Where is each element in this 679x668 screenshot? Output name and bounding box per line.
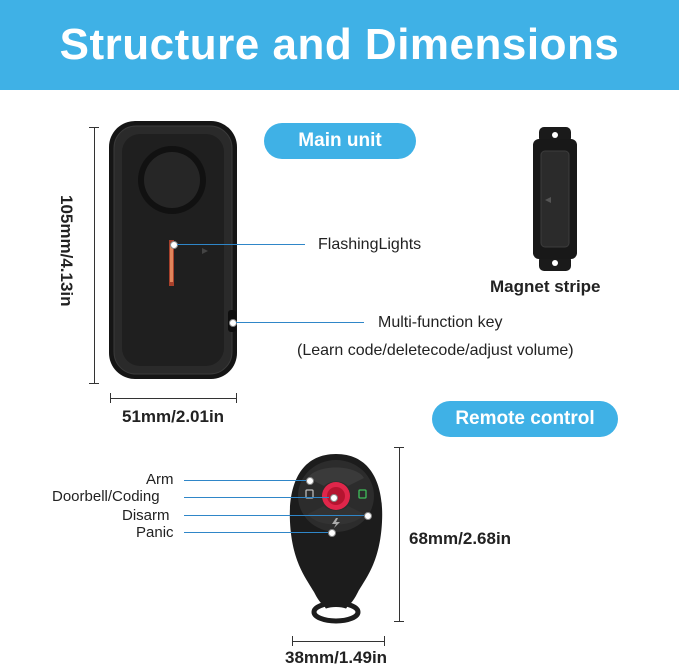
remote-width-label: 38mm/1.49in	[285, 648, 388, 667]
magnet-stripe-device	[533, 127, 577, 271]
remote-panic-label: Panic	[136, 524, 174, 541]
remote-disarm-dot	[364, 512, 372, 520]
remote-control-device	[289, 454, 383, 624]
remote-height-label: 68mm/2.68in	[409, 529, 512, 548]
multi-function-key-dot	[229, 319, 237, 327]
remote-arm-leader	[184, 480, 306, 481]
main-unit-width-tick-right	[236, 393, 237, 403]
remote-control-pill: Remote control	[432, 401, 618, 437]
main-unit-width-line	[110, 398, 236, 399]
multi-function-key-detail: (Learn code/deletecode/adjust volume)	[297, 342, 574, 359]
main-unit-pill: Main unit	[264, 123, 416, 159]
remote-height-line	[399, 447, 400, 621]
main-unit-height-tick-top	[89, 127, 99, 128]
remote-control-pill-label: Remote control	[455, 408, 595, 429]
remote-width-tick-right	[384, 636, 385, 646]
main-unit-pill-label: Main unit	[298, 130, 382, 151]
remote-height-tick-top	[394, 447, 404, 448]
remote-disarm-label: Disarm	[122, 507, 170, 524]
remote-doorbell-dot	[330, 494, 338, 502]
page-title: Structure and Dimensions	[59, 20, 620, 69]
header-banner: Structure and Dimensions	[0, 0, 679, 90]
flashing-lights-leader	[177, 244, 305, 245]
main-unit-height-tick-bottom	[89, 383, 99, 384]
remote-height-tick-bottom	[394, 621, 404, 622]
remote-panic-dot	[328, 529, 336, 537]
main-unit-device	[109, 121, 237, 379]
multi-function-key-label: Multi-function key	[378, 314, 503, 331]
remote-panic-leader	[184, 532, 328, 533]
main-unit-height-label: 105mm/4.13in	[57, 195, 76, 307]
multi-function-key-leader	[236, 322, 364, 323]
main-unit-width-label: 51mm/2.01in	[122, 407, 225, 426]
remote-width-line	[292, 641, 384, 642]
remote-doorbell-leader	[184, 497, 329, 498]
flashing-lights-label: FlashingLights	[318, 236, 422, 253]
remote-arm-label: Arm	[146, 471, 174, 488]
magnet-stripe-label: Magnet stripe	[490, 277, 601, 296]
remote-disarm-leader	[184, 515, 364, 516]
flashing-lights-dot	[170, 241, 178, 249]
remote-arm-dot	[306, 477, 314, 485]
main-unit-width-tick-left	[110, 393, 111, 403]
main-unit-height-line	[94, 127, 95, 383]
remote-width-tick-left	[292, 636, 293, 646]
remote-doorbell-label: Doorbell/Coding	[52, 488, 160, 505]
